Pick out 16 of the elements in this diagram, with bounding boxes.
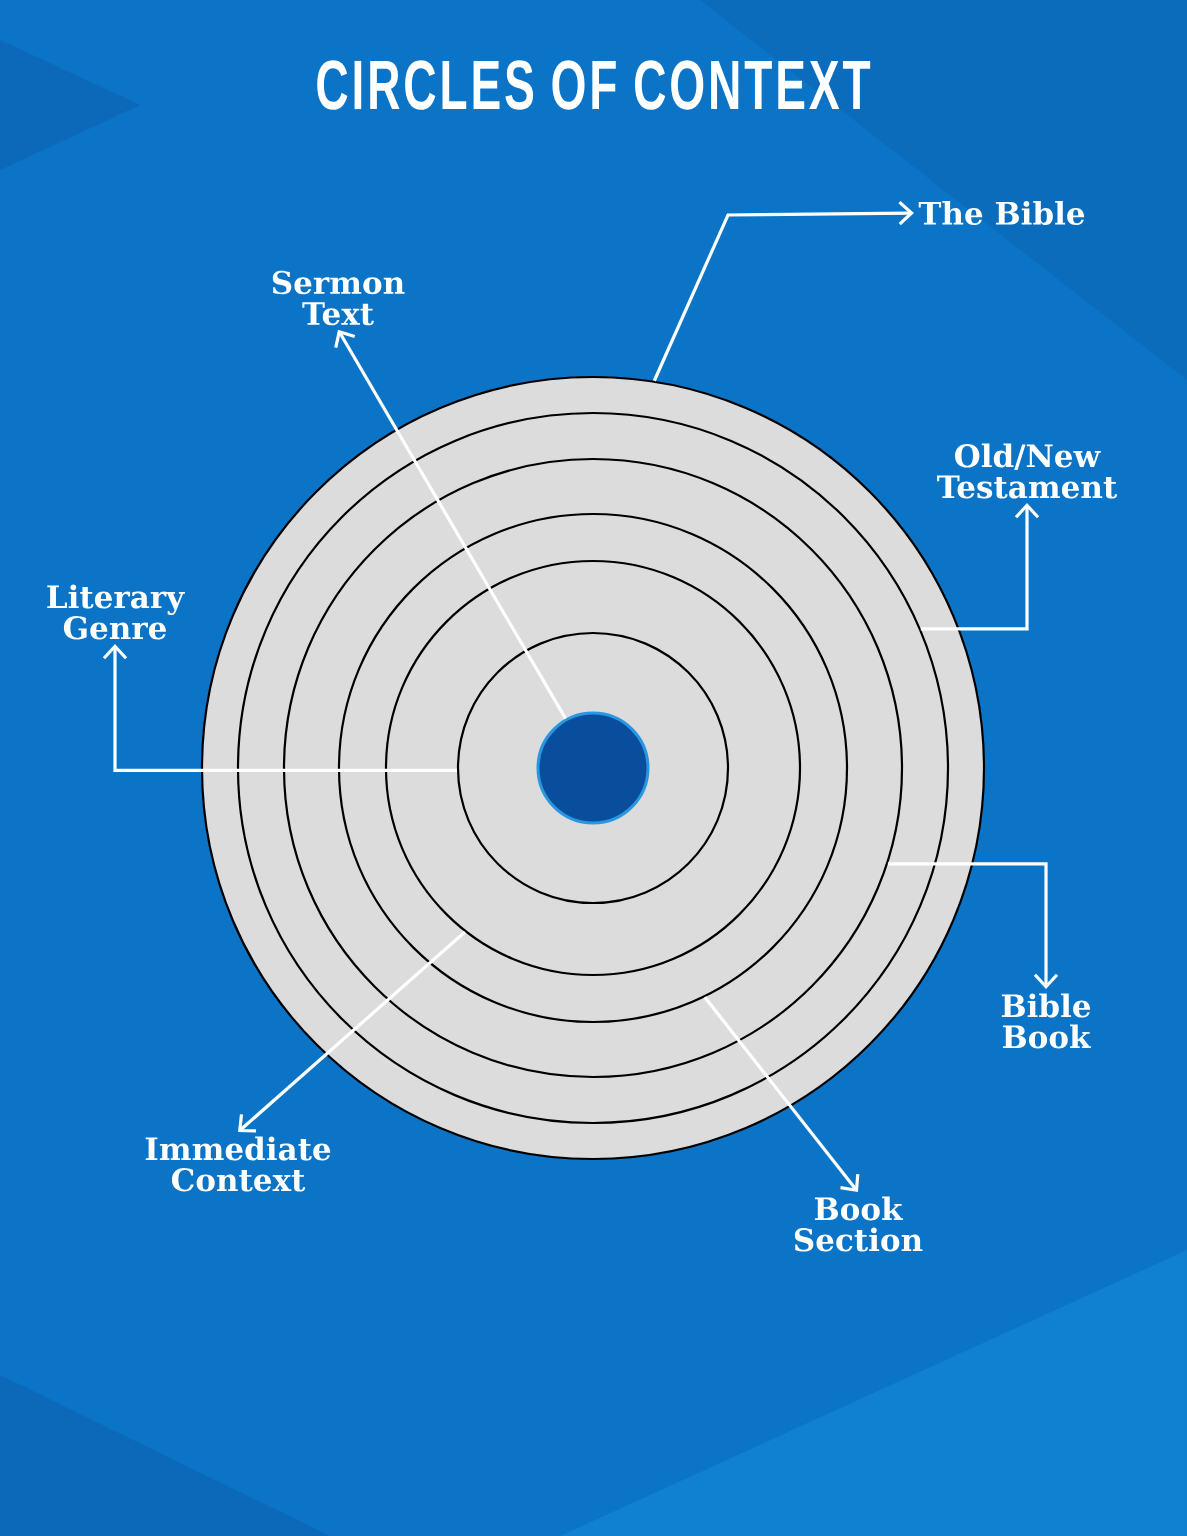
leader-arrow	[334, 329, 567, 720]
label-text: Bible Book	[1001, 993, 1091, 1049]
label-text: Sermon Text	[272, 270, 405, 326]
leader-arrow	[652, 200, 914, 382]
leader-arrow	[920, 502, 1040, 631]
leader-arrow	[703, 996, 860, 1193]
leader-arrow	[102, 643, 457, 772]
label-text: The Bible	[918, 201, 1085, 225]
title: CIRCLES OF CONTEXT	[317, 60, 871, 110]
label-text: Book Section	[794, 1196, 923, 1252]
label-text: Immediate Context	[145, 1136, 331, 1192]
label-text: Old/New Testament	[937, 443, 1118, 499]
leader-arrow	[887, 862, 1059, 990]
label-text: Literary Genre	[47, 584, 185, 640]
center-circle	[536, 711, 650, 825]
leader-arrow	[238, 930, 466, 1133]
